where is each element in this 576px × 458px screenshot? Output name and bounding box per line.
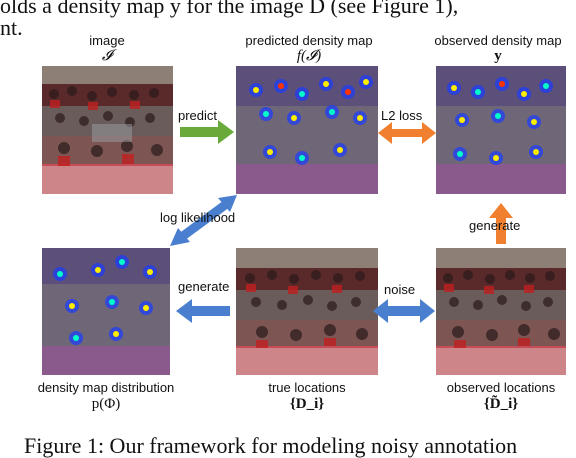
observed-density-title: observed density map (434, 33, 562, 48)
density-distribution-title: density map distribution (37, 380, 175, 395)
predicted-density-map (236, 66, 378, 194)
observed-locations-symbol: {D̃_i} (483, 396, 519, 412)
log-likelihood-label: log likelihood (160, 210, 236, 225)
true-locations-image (236, 248, 378, 375)
generate-up-label: generate (469, 218, 521, 233)
body-text-line-1: olds a density map y for the image D (se… (0, 0, 459, 18)
density-distribution-symbol: p(Φ) (91, 396, 121, 412)
predicted-title: predicted density map (245, 33, 373, 48)
true-locations-symbol: {D_i} (289, 396, 325, 412)
image-title: image (89, 33, 125, 48)
noise-arrow (373, 299, 435, 323)
predict-arrow (180, 120, 234, 144)
figure-caption: Figure 1: Our framework for modeling noi… (24, 433, 518, 458)
true-locations-title: true locations (268, 380, 346, 395)
generate-up-arrow (489, 203, 513, 244)
generate-left-arrow (176, 299, 230, 323)
predict-label: predict (178, 108, 218, 123)
observed-density-symbol: y (494, 48, 502, 64)
density-distribution-map (42, 248, 170, 375)
predicted-symbol: f(𝓘) (296, 48, 322, 64)
generate-left-label: generate (178, 279, 230, 294)
observed-locations-image (436, 248, 566, 375)
l2-loss-arrow (378, 122, 436, 144)
l2-loss-label: L2 loss (381, 108, 423, 123)
observed-locations-title: observed locations (446, 380, 556, 395)
log-likelihood-arrow (170, 195, 237, 246)
observed-density-map (436, 66, 566, 194)
image-symbol: 𝓘 (101, 48, 113, 64)
body-text-line-2: nt. (0, 15, 23, 40)
crowd-image (42, 66, 173, 194)
noise-label: noise (384, 282, 416, 297)
